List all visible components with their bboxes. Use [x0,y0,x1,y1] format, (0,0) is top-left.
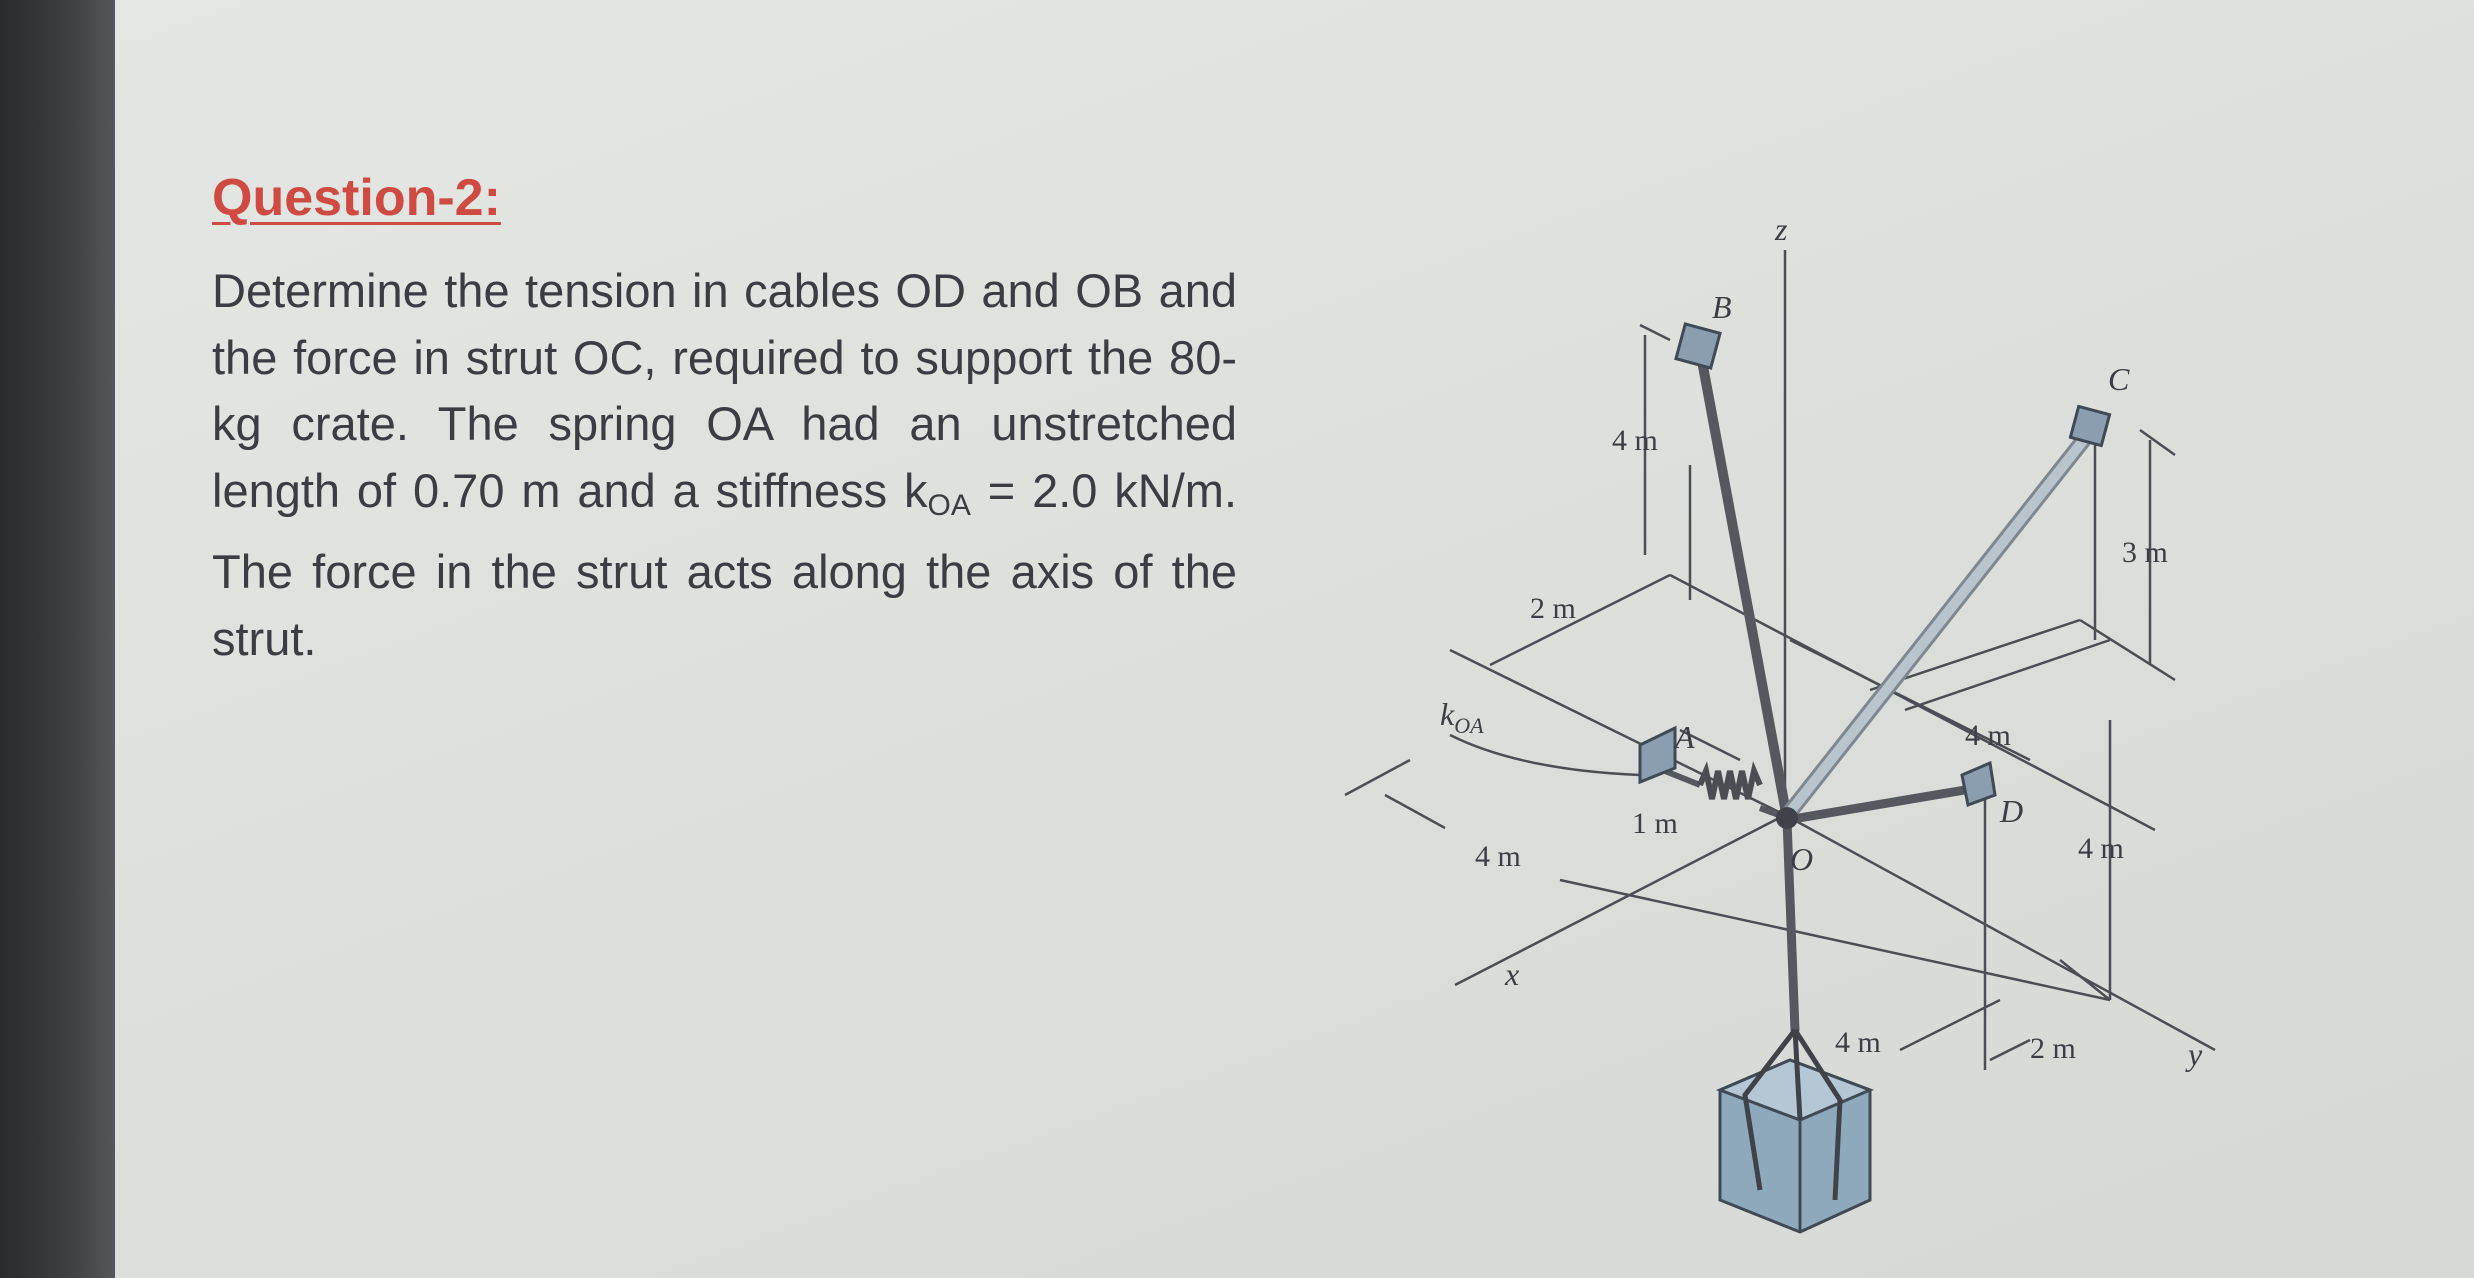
cable-OD [1782,785,1970,825]
figure-svg: z x y B C A D O kOA 4 m 3 m 4 m 2 m 1 m … [1344,211,2216,1234]
spring-subscript: OA [927,488,971,522]
statics-figure: z x y B C A D O kOA 4 m 3 m 4 m 2 m 1 m … [1300,190,2240,1250]
axis-label-y: y [2185,1036,2203,1072]
problem-text-part2: = 2.0 kN/m. The force in the strut acts … [212,463,1237,665]
point-label-O: O [1790,841,1813,877]
dim-D-offset-4m: 4 m [1965,719,2011,752]
dim-B-height: 4 m [1612,424,1658,457]
support-A [1638,725,1677,785]
screen-background [115,0,2474,1278]
support-B [1674,322,1722,370]
dim-x-4m: 4 m [1475,840,1521,873]
spring-label: kOA [1440,696,1484,738]
dim-A-1m: 1 m [1632,807,1678,840]
point-label-B: B [1712,289,1732,325]
point-label-D: D [1999,793,2023,829]
monitor-bezel [0,0,115,1278]
problem-statement: Determine the tension in cables OD and O… [212,258,1237,672]
dim-y-2m: 2 m [2030,1032,2076,1065]
problem-text-part1: Determine the tension in cables OD and O… [212,264,1237,517]
strut-OC [1782,424,2098,820]
crate-rope [1782,815,1800,1035]
support-C [2068,404,2112,448]
point-label-C: C [2108,361,2130,397]
axis-label-x: x [1504,956,1519,992]
spring-label-sub: OA [1454,713,1484,738]
question-heading: Question-2: [212,169,501,227]
dim-top-2m: 2 m [1530,592,1576,625]
dim-y-4m: 4 m [1835,1026,1881,1059]
joint-O [1776,807,1798,829]
cable-OB [1695,345,1792,823]
spring-label-k: k [1440,696,1455,732]
crate [1715,1028,1875,1234]
spring-OA [1449,733,1789,821]
axis-label-z: z [1774,211,1788,247]
point-label-A: A [1673,719,1695,755]
dimension-lines [1639,250,2176,1070]
dim-C-height: 3 m [2122,536,2168,569]
support-D [1960,760,1997,808]
dim-D-height: 4 m [2078,832,2124,865]
